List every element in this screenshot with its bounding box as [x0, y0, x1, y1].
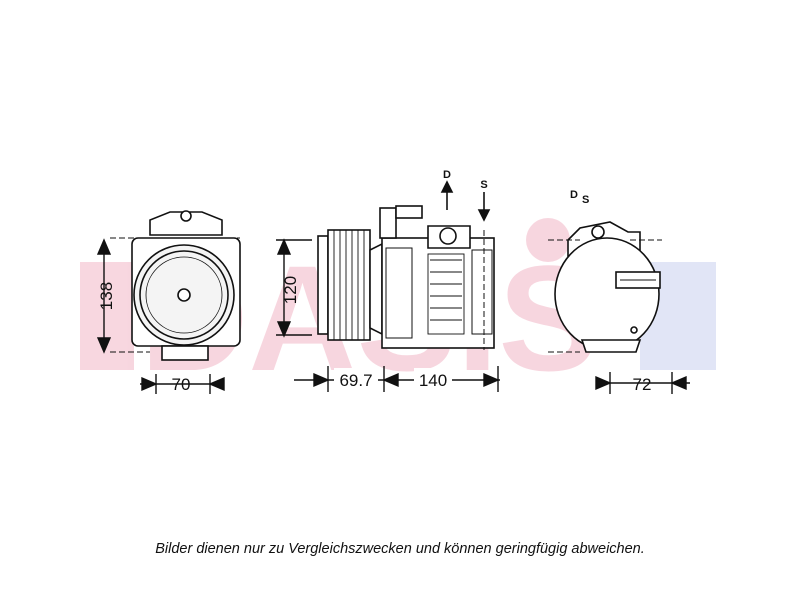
side-clutch-housing: [369, 242, 383, 336]
side-body-label-bg: [414, 368, 452, 390]
rear-mount-hole: [630, 326, 638, 334]
side-connector: [379, 207, 397, 239]
discharge-label: D: [443, 169, 451, 181]
arrow-right-icon: [595, 375, 612, 391]
side-body-ribs: [427, 253, 465, 335]
side-port-fitting: [439, 227, 457, 245]
pulley-grooves: [333, 230, 365, 340]
side-compressor-body: [381, 237, 495, 349]
disclaimer-caption: Bilder dienen nur zu Vergleichszwecken u…: [155, 541, 645, 557]
side-height-label: 120: [281, 276, 300, 304]
side-view: [317, 205, 495, 350]
side-port-arrows: [440, 180, 491, 222]
rear-dimension-lines: [595, 372, 690, 394]
side-pulley-face: [317, 235, 329, 335]
suction-label: S: [480, 179, 487, 191]
front-height-label: 138: [97, 282, 116, 310]
front-view: [110, 210, 241, 361]
arrow-right-icon: [141, 376, 158, 392]
arrow-right-icon: [313, 372, 330, 388]
rear-bottom-mount: [580, 339, 642, 353]
rear-view: [548, 221, 662, 353]
suction-arrow-icon: [477, 209, 491, 222]
arrow-up-icon: [96, 238, 112, 255]
arrow-down-icon: [96, 337, 112, 354]
side-rear-cover: [471, 249, 493, 335]
arrow-left-icon: [208, 376, 225, 392]
front-mount-hole: [180, 210, 192, 222]
rear-port-fitting: [591, 225, 605, 239]
front-top-bracket: [149, 211, 223, 236]
rear-suction-label: S: [582, 194, 589, 206]
side-body-panel: [385, 247, 413, 339]
rear-discharge-label: D: [570, 189, 578, 201]
rear-body: [554, 237, 660, 351]
discharge-arrow-icon: [440, 180, 454, 193]
arrow-up-icon: [276, 238, 292, 255]
watermark-side-block: [80, 262, 134, 370]
side-clutch-length-label: 69.7: [339, 371, 372, 390]
front-dimension-lines: [96, 238, 225, 394]
side-clutch-label-bg: [334, 368, 378, 390]
front-clutch-ring: [139, 250, 229, 340]
front-hub: [177, 288, 191, 302]
rear-width-label: 72: [633, 375, 652, 394]
front-width-label: 70: [172, 375, 191, 394]
arrow-down-icon: [276, 321, 292, 338]
arrow-left-icon: [670, 375, 687, 391]
front-clutch-inner-ring: [145, 256, 223, 334]
side-pulley: [327, 229, 371, 341]
side-dimension-lines: [276, 238, 500, 392]
front-bottom-mount: [161, 345, 209, 361]
side-body-length-label: 140: [419, 371, 447, 390]
arrow-left-icon: [382, 372, 399, 388]
arrow-right-icon: [483, 372, 500, 388]
side-connector-plug: [395, 205, 423, 219]
